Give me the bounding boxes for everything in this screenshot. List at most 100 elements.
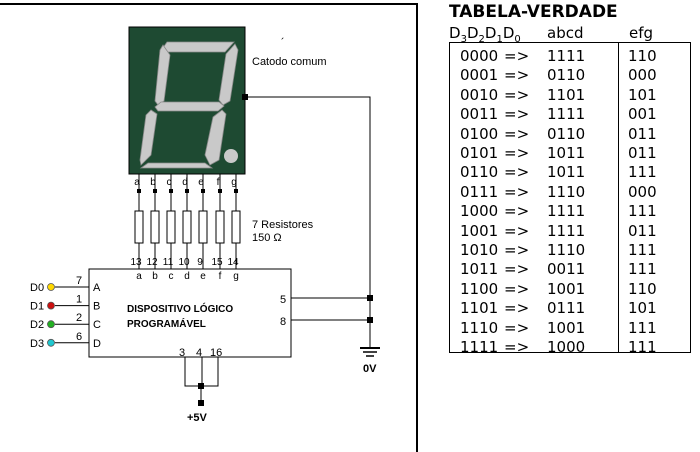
device-title-line2: PROGRAMÁVEL <box>127 317 206 330</box>
segment-e <box>139 109 158 166</box>
input-led-icon <box>47 320 55 329</box>
row-arrow: => <box>504 105 530 124</box>
device-segment-label: b <box>152 271 158 282</box>
input-name: D3 <box>30 338 44 350</box>
bottom-pin-4: 4 <box>196 347 202 359</box>
input-pin: 1 <box>76 294 82 306</box>
row-arrow: => <box>504 144 530 162</box>
device-pin-number: 9 <box>197 257 203 268</box>
row-input: 1010 <box>460 241 499 259</box>
resistor <box>166 210 176 244</box>
row-efg: 111 <box>628 241 657 259</box>
row-efg: 101 <box>628 299 657 318</box>
row-arrow: => <box>504 85 530 104</box>
cathode-node <box>242 94 248 100</box>
display-digit-segments <box>139 41 239 169</box>
pin-8-node <box>367 317 373 323</box>
row-abcd: 0110 <box>547 124 586 143</box>
row-efg: 111 <box>628 202 657 221</box>
input-name: D0 <box>30 282 44 294</box>
input-port: C <box>93 319 101 331</box>
resistor <box>231 210 241 244</box>
row-abcd: 1101 <box>547 85 586 104</box>
segment-a <box>159 41 235 53</box>
resistor-node <box>234 189 238 193</box>
segment-d <box>139 162 214 169</box>
supply-terminal <box>198 400 204 406</box>
row-abcd: 0110 <box>547 66 586 85</box>
row-arrow: => <box>504 221 530 240</box>
row-arrow: => <box>504 338 530 356</box>
segment-c <box>204 109 227 166</box>
row-input: 1111 <box>460 338 499 356</box>
row-efg: 000 <box>628 182 657 201</box>
row-abcd: 1001 <box>547 279 586 298</box>
row-efg: 110 <box>628 47 657 65</box>
row-input: 0011 <box>460 105 499 124</box>
row-arrow: => <box>504 47 530 65</box>
row-input: 1000 <box>460 202 499 221</box>
input-port: D <box>93 338 101 350</box>
resistor <box>182 210 192 244</box>
row-abcd: 0011 <box>547 260 586 279</box>
input-pin: 7 <box>76 275 82 287</box>
row-abcd: 1111 <box>547 221 586 240</box>
device-segment-label: g <box>233 271 239 282</box>
row-arrow: => <box>504 279 530 298</box>
outer-frame <box>0 3 418 452</box>
row-abcd: 1110 <box>547 241 586 259</box>
device-segment-label: d <box>184 271 190 282</box>
resistor <box>215 210 225 244</box>
device-pin-number: 11 <box>163 257 174 268</box>
display-label: Catodo comum <box>252 56 327 68</box>
row-abcd: 1111 <box>547 202 586 221</box>
row-efg: 111 <box>628 318 657 337</box>
input-port: A <box>93 282 101 294</box>
display-pin-label: b <box>150 177 156 188</box>
row-efg: 011 <box>628 221 657 240</box>
row-input: 1101 <box>460 299 499 318</box>
device-segment-label: c <box>169 271 174 282</box>
header-abcd: abcd <box>547 24 584 42</box>
row-arrow: => <box>504 202 530 221</box>
row-abcd: 1111 <box>547 47 586 65</box>
row-input: 0101 <box>460 144 499 162</box>
input-led-icon <box>47 283 55 291</box>
bottom-pin-3: 3 <box>179 347 185 359</box>
row-efg: 001 <box>628 105 657 124</box>
display-pin-label: f <box>217 177 220 188</box>
device-segment-label: e <box>200 271 206 282</box>
row-efg: 011 <box>628 124 657 143</box>
display-pin-label: g <box>231 177 237 188</box>
row-abcd: 1011 <box>547 163 586 182</box>
bottom-pin-16: 16 <box>210 347 222 359</box>
device-segment-label: f <box>219 271 222 282</box>
row-abcd: 1000 <box>547 338 586 356</box>
device-title-line1: DISPOSITIVO LÓGICO <box>127 302 233 315</box>
row-arrow: => <box>504 163 530 182</box>
supply-wires <box>184 357 219 404</box>
device-pin-number: 14 <box>227 257 239 268</box>
device-segment-label: a <box>136 271 142 282</box>
resistor-label-line2: 150 Ω <box>252 232 282 244</box>
input-name: D1 <box>30 301 44 313</box>
row-input: 0111 <box>460 182 499 201</box>
row-efg: 111 <box>628 163 657 182</box>
row-arrow: => <box>504 241 530 259</box>
common-cathode-wire <box>245 96 371 348</box>
accent-mark: ´ <box>281 37 285 49</box>
row-abcd: 1001 <box>547 318 586 337</box>
header-inputs: D3D2D1D0 <box>449 24 521 45</box>
right-pin-5: 5 <box>280 294 286 306</box>
row-input: 1011 <box>460 260 499 279</box>
row-abcd: 1011 <box>547 144 586 162</box>
truth-table-title: TABELA-VERDADE <box>449 2 618 22</box>
circuit-diagram: ´ Catodo comum 0V DISPOSITIVO LÓGICO PRO… <box>0 3 418 452</box>
